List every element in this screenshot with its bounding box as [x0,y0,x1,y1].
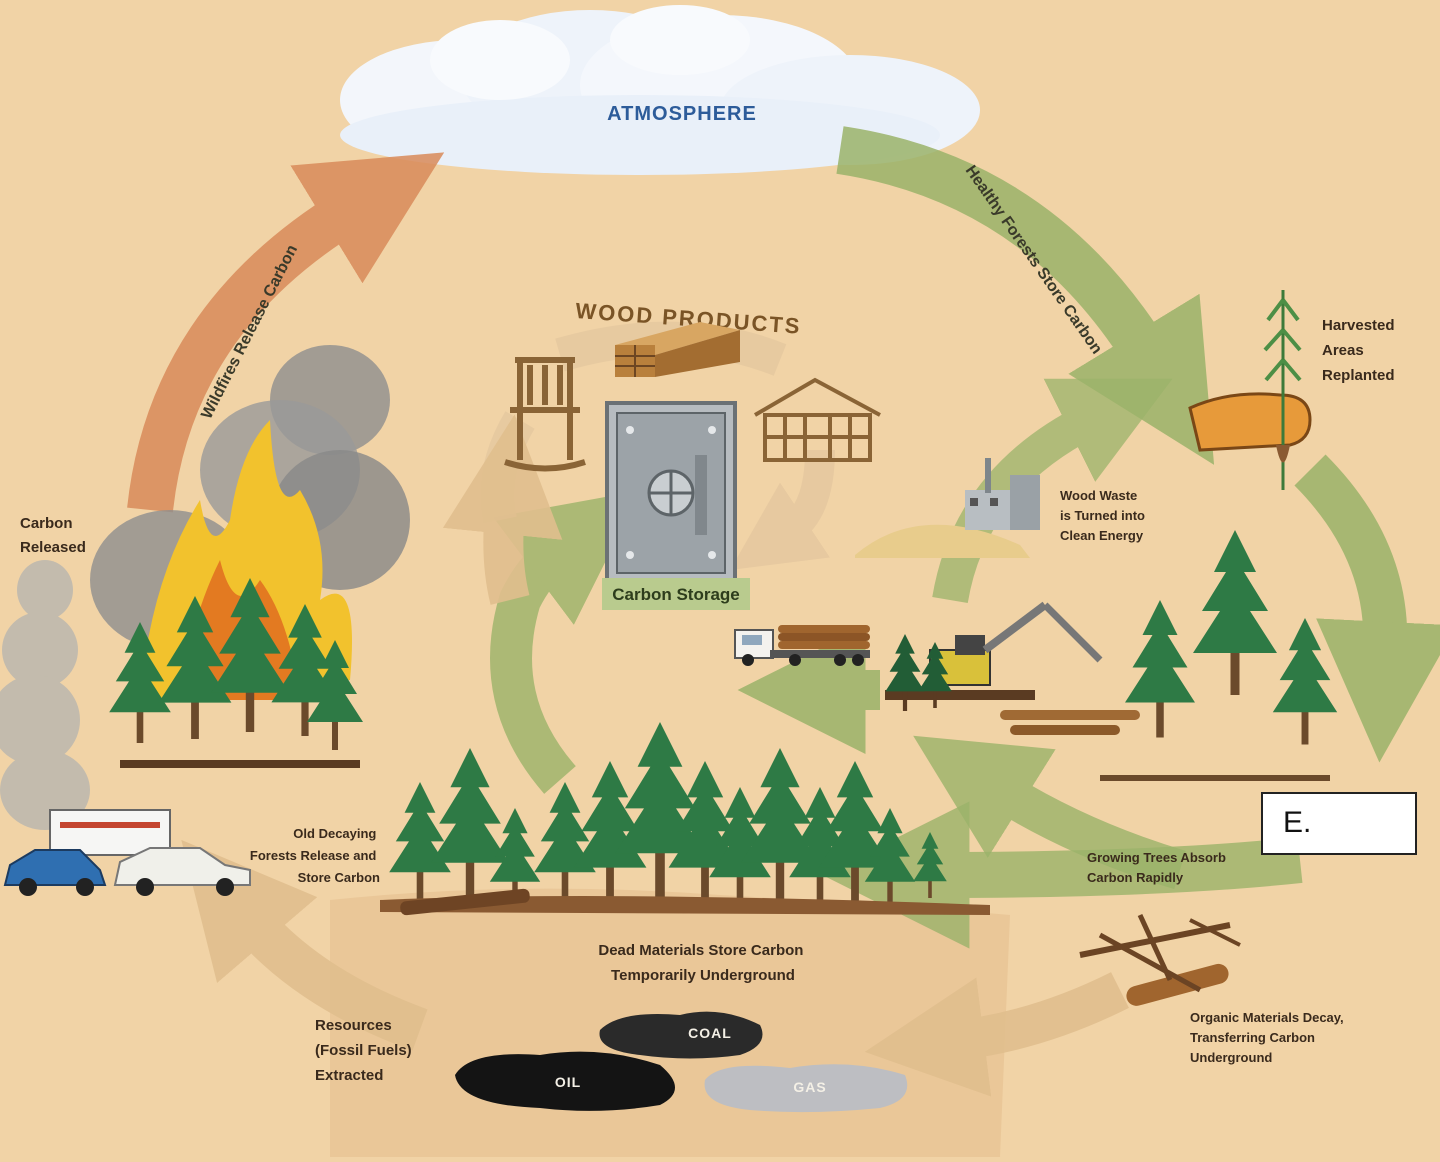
answer-box-e[interactable]: E. [1261,792,1417,855]
atmosphere-label: ATMOSPHERE [607,103,757,125]
replanted-forest [1100,530,1338,781]
wood-loop-left [480,411,535,524]
decay-arrow [864,972,1129,1097]
coal-deposit [599,1011,763,1059]
house-frame-icon [753,377,881,462]
fossil-fuel-arrow [181,839,428,1051]
decaying-logs-icon [1079,913,1241,1006]
atmosphere-cloud [340,5,980,175]
harvester-icon [885,601,1140,735]
log-truck-icon [734,625,870,666]
vault-icon [605,401,737,585]
harvested-label: Harvested Areas Replanted [1322,317,1399,384]
resources-label: Resources (Fossil Fuels) Extracted [315,1017,416,1084]
wildfire-scene [90,345,410,768]
old-forests-label: Old Decaying Forests Release and Store C… [250,826,380,885]
organic-decay-label: Organic Materials Decay, Transferring Ca… [1190,1010,1347,1065]
lumber-icon [615,322,740,377]
growing-trees-label: Growing Trees Absorb Carbon Rapidly [1087,850,1230,885]
forest-to-storage-arrow [490,490,641,794]
healthy-forests-arrow [836,126,1215,465]
carbon-released-label: Carbon Released [20,515,86,556]
wood-loop-up [442,414,563,605]
hand-seedling-icon [1188,290,1312,490]
replant-down-arrow [1294,454,1440,763]
vehicles-icon [3,809,251,896]
gas-deposit [704,1064,908,1113]
gas-label: GAS [793,1079,826,1095]
carbon-released-smoke [0,560,90,830]
chair-icon [504,357,586,472]
oil-label: OIL [555,1074,581,1090]
carbon-storage-banner [602,578,750,610]
wildfire-arrow [127,152,445,513]
dead-materials-label: Dead Materials Store Carbon Temporarily … [598,942,807,984]
carbon-storage-label: Carbon Storage [612,585,740,604]
wood-waste-label: Wood Waste is Turned into Clean Energy [1060,488,1149,543]
absorb-curve-arrow [913,735,1186,890]
coal-label: COAL [688,1025,732,1041]
biomass-plant-icon [855,458,1040,558]
central-forest [380,722,990,916]
oil-deposit [455,1051,675,1111]
